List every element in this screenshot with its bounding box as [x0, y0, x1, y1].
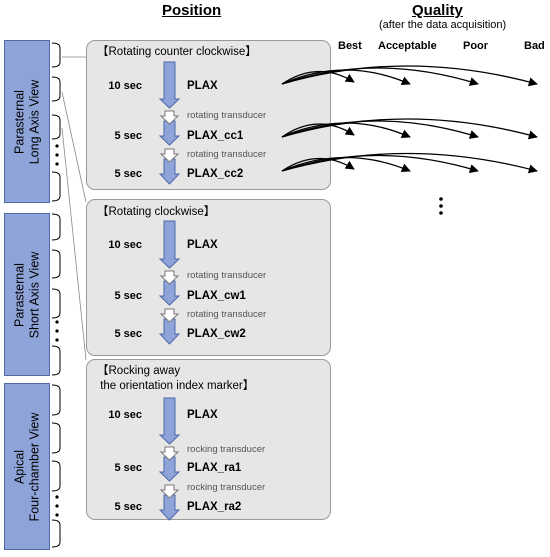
quality-arrow	[281, 157, 355, 172]
flow-arrow-solid	[158, 158, 181, 185]
transition-label: rotating transducer	[187, 270, 267, 281]
flow-arrow-solid	[158, 318, 181, 345]
transition-label: rocking transducer	[187, 444, 266, 455]
ellipsis-dot	[55, 320, 59, 324]
flow-arrow-solid	[158, 280, 181, 306]
bracket	[51, 76, 61, 102]
bracket	[51, 213, 61, 241]
quality-arrow	[281, 152, 538, 174]
connector-line	[61, 91, 87, 203]
transition-arrow-hollow	[159, 270, 180, 285]
acquisition-panel-counter-clockwise	[86, 40, 331, 190]
transition-arrow-hollow	[159, 484, 180, 499]
transition-arrow-hollow	[159, 110, 180, 125]
connector-line	[61, 127, 87, 361]
acquisition-panel-rocking	[86, 359, 331, 520]
step-duration: 10 sec	[108, 239, 142, 251]
quality-arrow	[281, 65, 538, 87]
quality-header: Quality	[412, 2, 463, 19]
bracket	[51, 460, 61, 492]
flow-arrow-solid	[158, 494, 181, 521]
flow-arrow-solid	[158, 220, 181, 269]
quality-arrow	[281, 154, 479, 173]
view-box-parasternal-long: Parasternal Long Axis View	[4, 40, 50, 203]
transition-label: rotating transducer	[187, 309, 267, 320]
step-name: PLAX_cw2	[187, 328, 246, 340]
bracket	[51, 42, 61, 68]
transition-label: rocking transducer	[187, 482, 266, 493]
ellipsis-dot	[439, 197, 443, 201]
bracket	[51, 345, 61, 376]
bracket	[51, 422, 61, 454]
step-duration: 5 sec	[114, 462, 142, 474]
transition-label: rotating transducer	[187, 149, 267, 160]
step-duration: 5 sec	[114, 168, 142, 180]
ellipsis-dot	[55, 513, 59, 517]
step-name: PLAX_cw1	[187, 290, 246, 302]
step-duration: 10 sec	[108, 80, 142, 92]
flow-arrows	[158, 61, 181, 521]
flow-arrow-solid	[158, 61, 181, 109]
panel-title: 【Rotating clockwise】	[97, 206, 216, 218]
ellipsis-dot	[55, 504, 59, 508]
flow-arrow-solid	[158, 397, 181, 445]
acquisition-panel-clockwise	[86, 199, 331, 356]
step-duration: 5 sec	[114, 501, 142, 513]
bracket	[51, 288, 61, 319]
ellipsis-dot	[55, 338, 59, 342]
ellipsis-dot	[439, 211, 443, 215]
view-box-apical-four-chamber: Apical Four-chamber View	[4, 383, 50, 550]
bracket	[51, 249, 61, 279]
step-name: PLAX_cc2	[187, 168, 244, 180]
step-duration: 5 sec	[114, 130, 142, 142]
transition-label: rotating transducer	[187, 110, 267, 121]
step-name: PLAX_ra1	[187, 462, 242, 474]
step-name: PLAX_cc1	[187, 130, 244, 142]
panel-title: 【Rocking away the orientation index mark…	[97, 365, 255, 392]
ellipsis-dot	[55, 144, 59, 148]
quality-level-best: Best	[338, 40, 362, 52]
ellipsis-dot	[55, 329, 59, 333]
bracket	[51, 171, 61, 202]
step-name: PLAX	[187, 239, 218, 251]
quality-arrow	[281, 123, 355, 138]
quality-level-bad: Bad	[524, 40, 545, 52]
transition-arrow-hollow	[159, 148, 180, 163]
quality-level-acceptable: Acceptable	[378, 40, 437, 52]
flow-arrow-solid	[158, 456, 181, 482]
view-box-parasternal-short: Parasternal Short Axis View	[4, 213, 50, 376]
step-duration: 5 sec	[114, 290, 142, 302]
quality-arrow	[281, 67, 479, 86]
transition-arrow-hollow	[159, 446, 180, 461]
flow-arrow-solid	[158, 120, 181, 146]
bracket	[51, 384, 61, 416]
position-header: Position	[162, 2, 222, 19]
ellipsis-dot	[55, 153, 59, 157]
step-name: PLAX	[187, 80, 218, 92]
panel-title: 【Rotating counter clockwise】	[97, 46, 257, 58]
quality-arrow	[281, 118, 538, 140]
ellipsis-dot	[55, 162, 59, 166]
step-name: PLAX_ra2	[187, 501, 242, 513]
bracket	[51, 114, 61, 140]
quality-subheader: (after the data acquisition)	[379, 19, 507, 31]
bracket	[51, 519, 61, 548]
transition-arrow-hollow	[159, 308, 180, 323]
quality-arrow	[281, 70, 355, 85]
step-name: PLAX	[187, 409, 218, 421]
step-duration: 10 sec	[108, 409, 142, 421]
ellipsis-dot	[439, 204, 443, 208]
quality-level-poor: Poor	[463, 40, 489, 52]
transition-arrows	[159, 110, 180, 499]
ellipsis-dot	[55, 495, 59, 499]
step-duration: 5 sec	[114, 328, 142, 340]
quality-arrow	[281, 120, 479, 139]
